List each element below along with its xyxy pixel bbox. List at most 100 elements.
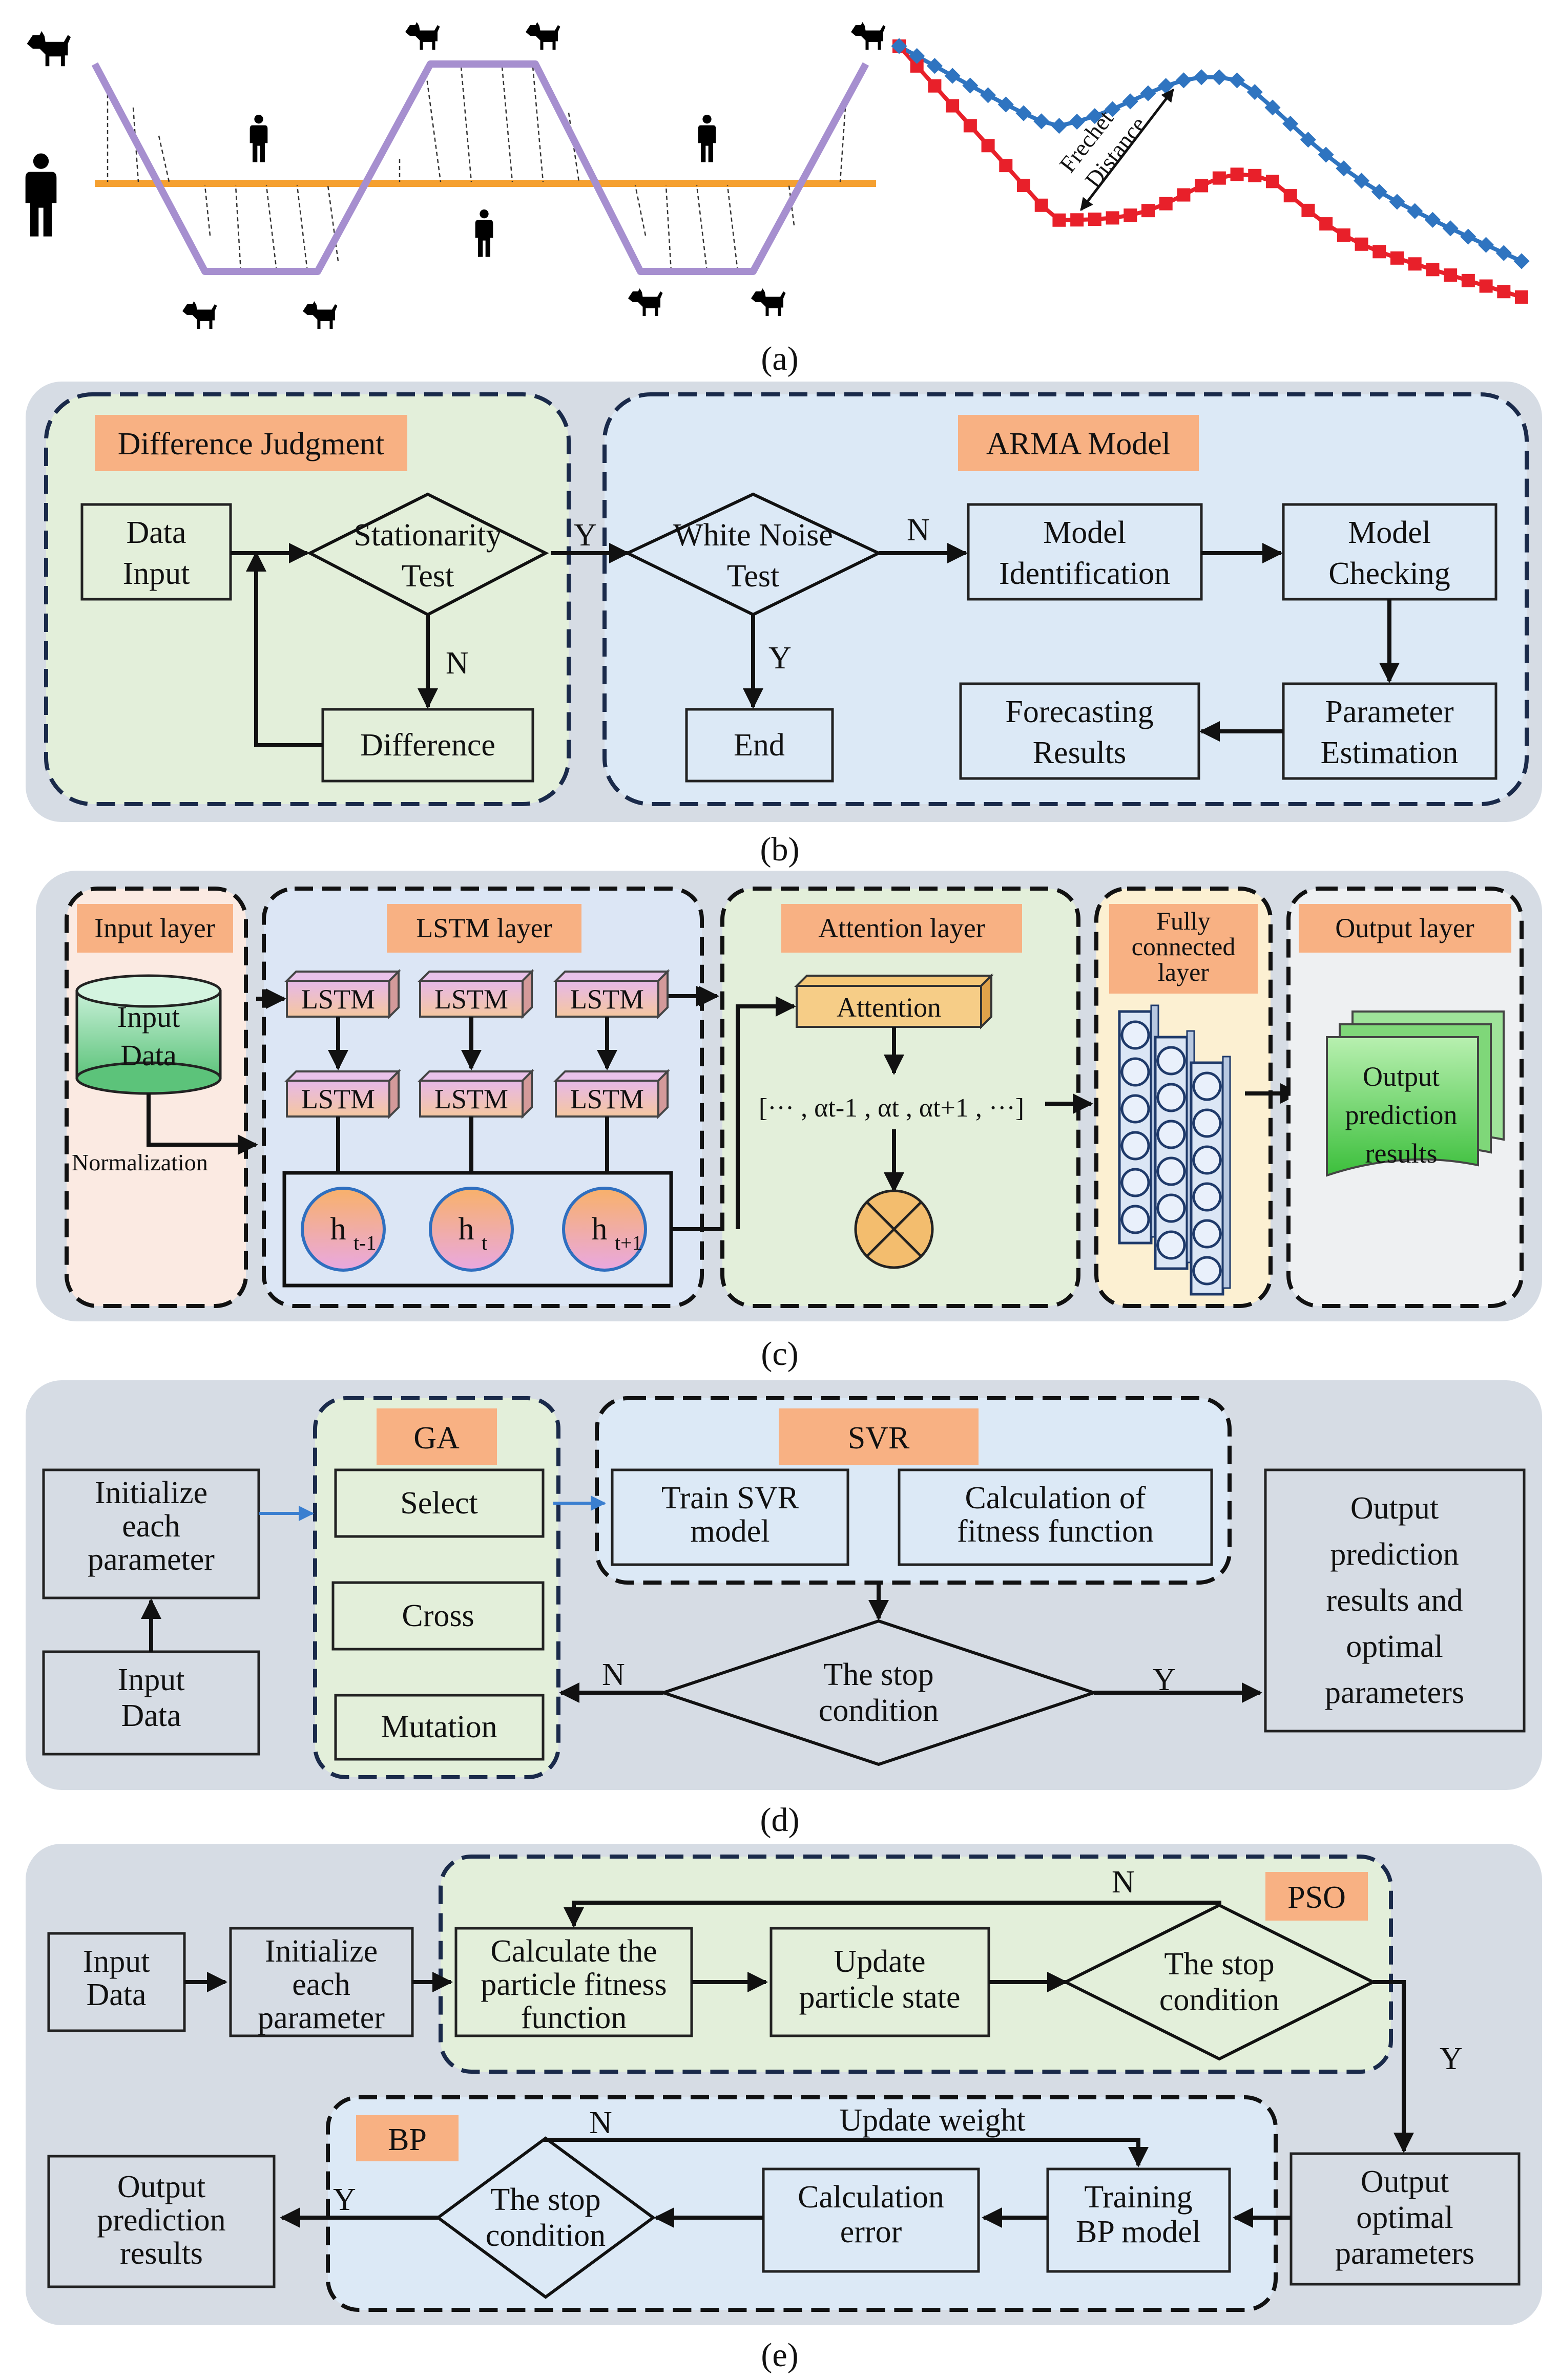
fc-column (1154, 1030, 1195, 1270)
blue-series-marker (980, 87, 996, 103)
data-input-line1: Data (126, 515, 186, 550)
red-series-marker (1461, 273, 1475, 287)
init-d-line2: each (122, 1509, 180, 1544)
blue-series-marker (1282, 116, 1299, 132)
output-d-line2: prediction (1330, 1537, 1459, 1572)
blue-series-marker (1513, 253, 1530, 269)
output-pred-line1: Output (1363, 1061, 1440, 1092)
lstm-layer-label: LSTM layer (416, 913, 552, 943)
red-series-marker (1159, 197, 1173, 210)
tag-output-layer (1299, 904, 1511, 953)
blue-series-marker (1033, 113, 1050, 130)
caption-c: (c) (761, 1335, 798, 1373)
person-icon (475, 209, 493, 257)
group-difference-judgment (44, 392, 571, 806)
hidden-state-sub: t+1 (615, 1231, 642, 1254)
red-series-marker (1052, 213, 1066, 227)
model-checking-line2: Checking (1328, 556, 1450, 591)
particle-fitness-line2: particle fitness (481, 1967, 667, 2002)
blue-series-marker (1478, 237, 1494, 253)
fc-neuron (1156, 1083, 1186, 1112)
fc-line2: connected (1132, 932, 1236, 961)
tag-arma-model-label: ARMA Model (986, 427, 1171, 461)
box-model-identification (967, 503, 1203, 601)
model-checking-line1: Model (1348, 515, 1431, 550)
fc-neuron (1156, 1230, 1186, 1260)
stop-pso-line2: condition (1159, 1983, 1279, 2017)
fc-neuron (1120, 1020, 1150, 1050)
init-e-line3: parameter (258, 2000, 385, 2035)
input-data-line1: Input (117, 1000, 180, 1034)
tag-arma-model (958, 415, 1199, 471)
blue-series-marker (997, 96, 1014, 113)
box-input-data-d (42, 1650, 260, 1756)
fc-neuron (1156, 1156, 1186, 1186)
output-pred-e-line1: Output (117, 2170, 205, 2204)
fc-neuron (1120, 1205, 1150, 1234)
label-no-pso: N (1112, 1865, 1135, 1900)
label-yes-stationarity: Y (574, 518, 597, 553)
caption-e: (e) (761, 2336, 798, 2374)
dog-icon (27, 31, 71, 67)
update-state-line2: particle state (799, 1980, 961, 2015)
hidden-state-label: h (592, 1212, 608, 1247)
blue-series-marker (1051, 118, 1067, 134)
train-svr-line1: Train SVR (661, 1481, 799, 1515)
multiply-node (854, 1189, 934, 1269)
box-train-svr (611, 1468, 849, 1566)
training-bp-line2: BP model (1076, 2215, 1201, 2249)
blue-series-marker (1336, 160, 1352, 177)
panel-c: Input layer Input Data Normalization LST… (36, 871, 1542, 1373)
forecasting-line2: Results (1033, 735, 1127, 770)
blue-series-marker (926, 58, 943, 74)
diamond-stop-pso (1062, 1903, 1377, 2061)
diamond-stop-condition-d (658, 1619, 1099, 1766)
blue-series-marker (1122, 93, 1138, 110)
dog-icon (751, 288, 786, 316)
lstm-cell: LSTM (418, 1069, 534, 1119)
box-select (334, 1468, 545, 1538)
panel-d: GA SVR Initialize each parameter Input D… (26, 1380, 1542, 1839)
output-d-line5: parameters (1325, 1675, 1464, 1710)
fc-neuron-columns (1118, 1004, 1231, 1296)
box-initialize-d (42, 1468, 260, 1599)
fc-neuron (1156, 1046, 1186, 1076)
fitness-line1: Calculation of (965, 1481, 1146, 1515)
lstm-cell-label: LSTM (570, 984, 644, 1015)
red-series-marker (1408, 257, 1422, 271)
calc-error-line1: Calculation (798, 2180, 944, 2215)
blue-series-marker (1300, 132, 1316, 148)
person-icon (249, 115, 268, 162)
box-output-optimal (1289, 2152, 1521, 2286)
update-state-line1: Update (834, 1944, 925, 1979)
box-initialize-e (229, 1927, 414, 2037)
label-no-stationarity: N (446, 646, 469, 681)
blue-series-line (898, 44, 1523, 263)
box-parameter-estimation (1282, 682, 1497, 780)
red-series-marker (1248, 169, 1262, 182)
blue-series-marker (1175, 72, 1192, 89)
mutation-label: Mutation (381, 1710, 497, 1744)
select-label: Select (400, 1486, 478, 1521)
model-identification-line1: Model (1043, 515, 1126, 550)
label-yes-d: Y (1153, 1662, 1176, 1697)
init-d-line3: parameter (88, 1542, 215, 1577)
dog-icon (526, 22, 560, 50)
output-pred-e-line3: results (120, 2236, 203, 2271)
red-series-marker (1212, 171, 1226, 185)
fc-neuron (1192, 1108, 1222, 1138)
red-series-marker (999, 159, 1013, 173)
person-icon (698, 115, 716, 162)
hidden-state-label: h (459, 1212, 474, 1247)
red-series-marker (1372, 245, 1386, 259)
fc-column (1118, 1004, 1159, 1245)
box-model-checking (1282, 503, 1497, 601)
blue-series-marker (1407, 203, 1423, 219)
lstm-cell: LSTM (284, 1069, 401, 1119)
red-series-marker (1390, 251, 1404, 265)
box-mutation (334, 1694, 545, 1761)
white-noise-line2: Test (727, 559, 779, 594)
pso-label: PSO (1287, 1880, 1346, 1915)
